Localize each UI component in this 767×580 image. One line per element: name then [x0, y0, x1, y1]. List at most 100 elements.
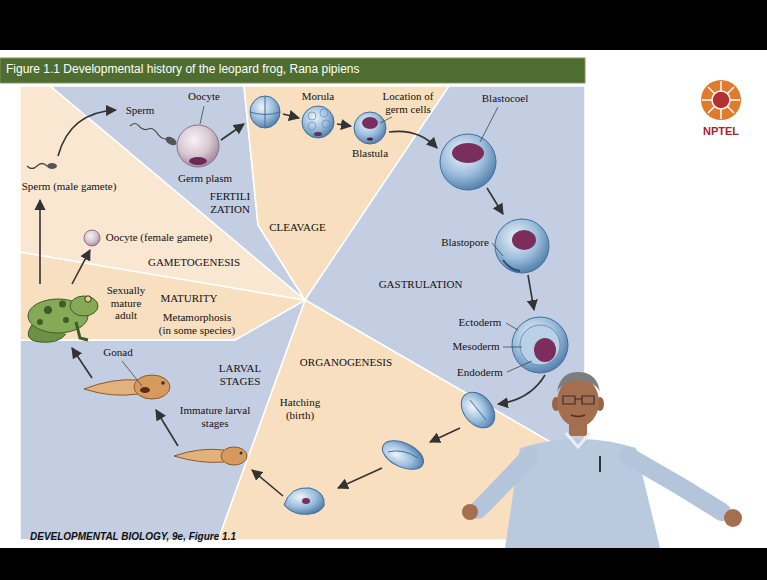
- part-label-box: Blastopore: [441, 236, 489, 249]
- stage-name-box: MATURITY: [161, 292, 218, 305]
- presenter-mouth: [571, 415, 585, 417]
- presenter-pen: [599, 456, 601, 472]
- part-label-box: Immature larval stages: [176, 404, 254, 429]
- gastrula-embryo: [495, 219, 549, 273]
- part-label-box: Metamorphosis (in some species): [157, 311, 237, 336]
- gonad-spot: [140, 387, 150, 393]
- slide-title-box: Figure 1.1 Developmental history of the …: [6, 63, 360, 77]
- germ-cells-dot: [367, 138, 373, 141]
- stage-sector: LARVAL STAGES: [20, 86, 585, 540]
- part-label: Blastocoel: [482, 92, 528, 105]
- part-label: Sexually mature adult: [102, 284, 150, 322]
- figure-caption: DEVELOPMENTAL BIOLOGY, 9e, Figure 1.1: [30, 531, 236, 543]
- slide-title: Figure 1.1 Developmental history of the …: [6, 63, 360, 77]
- part-label: Ectoderm: [459, 316, 502, 329]
- stage-name: CLEAVAGE: [269, 221, 325, 234]
- stage-sector: ORGANOGENESIS: [20, 86, 585, 540]
- logo-text: NPTEL: [703, 125, 739, 138]
- stage-name-box: FERTILIZATION: [208, 190, 253, 215]
- oocyte-figure: [177, 125, 219, 167]
- part-label-box: Oocyte (female gamete): [106, 231, 212, 244]
- germ-layer-embryo: [512, 317, 568, 373]
- tadpole-body: [134, 375, 170, 399]
- part-label: Mesoderm: [452, 340, 499, 353]
- title-bar: [0, 58, 585, 83]
- stage-sector: GASTRULATION: [20, 86, 585, 540]
- nptel-logo: [701, 80, 741, 120]
- sector-shape: [20, 86, 305, 300]
- stage-name-box: CLEAVAGE: [269, 221, 325, 234]
- stage-sector: CLEAVAGE: [20, 86, 585, 540]
- part-label-box: Sperm: [126, 104, 155, 117]
- germ-cells-dot: [314, 132, 322, 136]
- logo-ring: [701, 80, 741, 120]
- blastocoel-cavity: [452, 143, 484, 163]
- logo-text-box: NPTEL: [703, 125, 739, 138]
- logo-spokes: [702, 81, 740, 119]
- cleavage-embryo: [250, 96, 280, 128]
- blastula-embryo: [354, 112, 386, 144]
- part-label-box: Morula: [302, 90, 334, 103]
- stage-sector: GAMETOGENESIS: [20, 86, 585, 540]
- mesoderm-layer: [520, 325, 560, 365]
- frog-head: [70, 296, 98, 316]
- part-label-box: Blastocoel: [482, 92, 528, 105]
- stage-name-box: GASTRULATION: [379, 278, 463, 291]
- part-label: Hatching (birth): [275, 396, 325, 421]
- neural-groove: [470, 400, 486, 420]
- blastocoel-embryo: [440, 134, 496, 190]
- sector-outline: [20, 86, 585, 540]
- sector-outline: [20, 86, 585, 540]
- sector-outline: [20, 86, 585, 540]
- germ-plasm: [189, 157, 207, 165]
- leader-line: [503, 347, 522, 348]
- stage-name: GAMETOGENESIS: [148, 256, 240, 269]
- presenter-hand: [462, 504, 478, 520]
- neural-groove: [388, 451, 418, 458]
- tadpole-body: [221, 447, 247, 465]
- part-label: Blastula: [352, 147, 388, 160]
- stage-name-box: LARVAL STAGES: [213, 362, 268, 387]
- stage-name: FERTILIZATION: [208, 190, 253, 215]
- part-label-box: Blastula: [352, 147, 388, 160]
- part-label: Oocyte: [188, 90, 220, 103]
- part-label: Immature larval stages: [176, 404, 254, 429]
- part-label-box: Sperm (male gamete): [22, 180, 117, 193]
- figure-caption-box: DEVELOPMENTAL BIOLOGY, 9e, Figure 1.1: [30, 531, 236, 543]
- part-label: Sperm (male gamete): [22, 180, 117, 193]
- morula-embryo: [302, 106, 334, 138]
- archenteron: [512, 230, 536, 250]
- sector-outline: [20, 86, 585, 540]
- part-label: Metamorphosis (in some species): [157, 311, 237, 336]
- morula-cells: [308, 109, 330, 130]
- tadpole-eye: [161, 381, 165, 385]
- stage-name: LARVAL STAGES: [213, 362, 268, 387]
- blastula-cavity: [362, 117, 378, 129]
- cycle-arrow: [39, 200, 41, 284]
- logo-core: [712, 91, 730, 109]
- tadpole-eye: [240, 452, 243, 455]
- stage-name-box: ORGANOGENESIS: [300, 356, 392, 369]
- sector-outline: [20, 86, 585, 540]
- part-label-box: Gonad: [103, 346, 132, 359]
- stage-sector: MATURITY: [20, 86, 585, 540]
- stage-sector: FERTILIZATION: [20, 86, 585, 540]
- frog-eye: [85, 296, 91, 302]
- stage-name-box: GAMETOGENESIS: [148, 256, 240, 269]
- part-label: Location of germ cells: [378, 90, 438, 115]
- part-label-box: Ectoderm: [459, 316, 502, 329]
- presenter-glasses: [563, 396, 594, 404]
- sector-outline: [20, 86, 585, 540]
- part-label: Germ plasm: [178, 172, 232, 185]
- cleavage-furrow: [250, 96, 280, 128]
- part-label: Gonad: [103, 346, 132, 359]
- endoderm-layer: [534, 338, 556, 362]
- part-label-box: Endoderm: [457, 366, 503, 379]
- part-label: Blastopore: [441, 236, 489, 249]
- germ-cells-dot: [302, 498, 310, 504]
- oocyte-figure: [84, 230, 100, 246]
- part-label: Oocyte (female gamete): [106, 231, 212, 244]
- presenter-collar: [566, 433, 590, 447]
- part-label: Sperm: [126, 104, 155, 117]
- part-label-box: Germ plasm: [178, 172, 232, 185]
